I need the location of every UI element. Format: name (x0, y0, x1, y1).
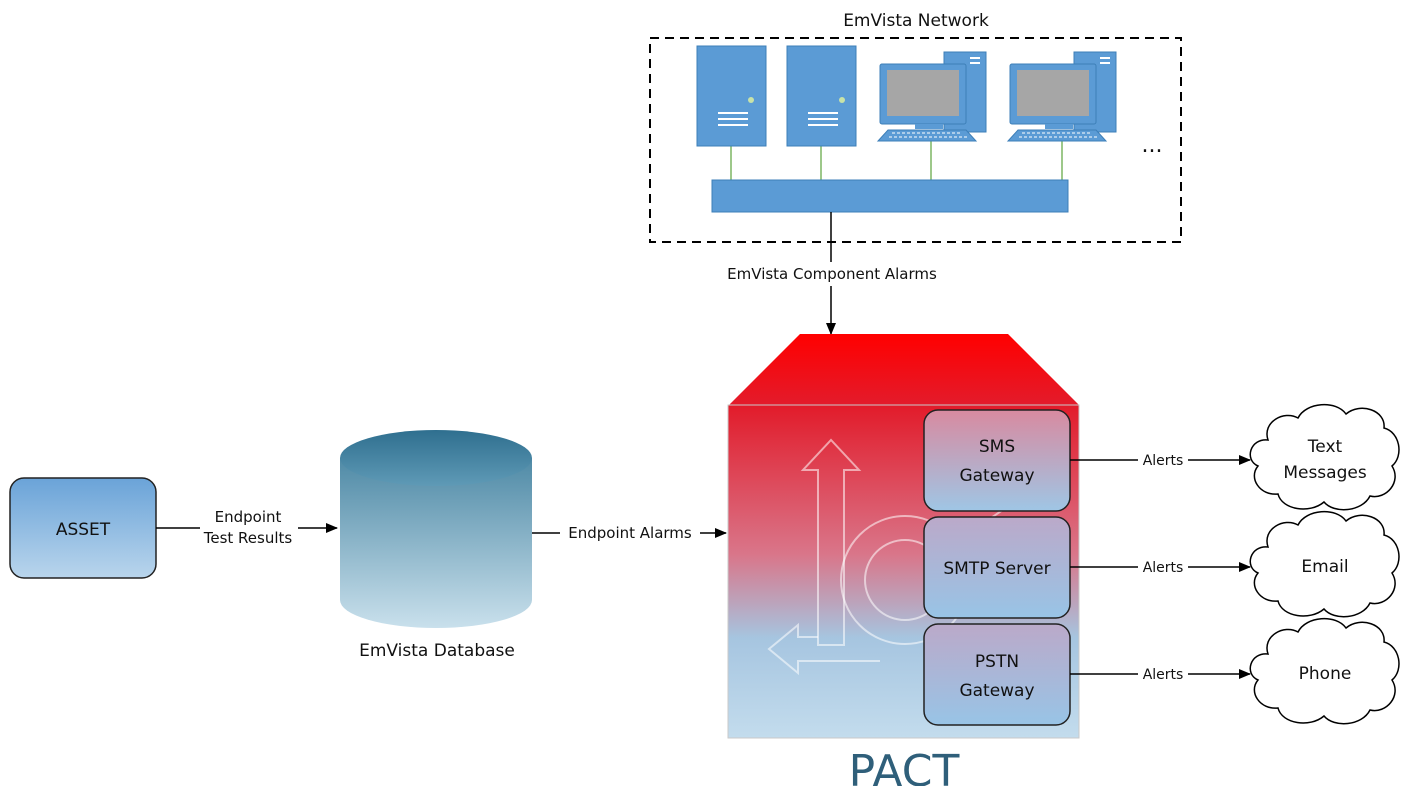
endpoint-results-label-1: Endpoint (215, 508, 282, 526)
email-cloud[interactable]: Email (1249, 510, 1400, 618)
smtp-server[interactable]: SMTP Server (923, 516, 1071, 619)
network-title: EmVista Network (843, 11, 989, 31)
email-label: Email (1301, 557, 1348, 577)
sms-gateway-label-1: SMS (979, 437, 1015, 457)
workstation-icon (1006, 51, 1117, 142)
phone-cloud[interactable]: Phone (1249, 617, 1400, 725)
network-links (730, 140, 1063, 180)
pstn-gateway-label-2: Gateway (959, 681, 1034, 701)
server-icon (696, 45, 767, 147)
smtp-server-label: SMTP Server (943, 559, 1050, 579)
endpoint-results-label-2: Test Results (203, 529, 293, 547)
workstation-icon (876, 51, 987, 142)
component-alarms-label: EmVista Component Alarms (727, 265, 937, 283)
alerts-sms-label: Alerts (1143, 453, 1184, 469)
alerts-email-edge: Alerts (1070, 557, 1251, 577)
asset-node[interactable]: ASSET (9, 477, 157, 579)
network-bus (711, 179, 1069, 213)
sms-gateway[interactable]: SMS Gateway (923, 409, 1071, 512)
pact-label: PACT (849, 746, 960, 786)
alerts-email-label: Alerts (1143, 560, 1184, 576)
phone-label: Phone (1299, 664, 1352, 684)
endpoint-results-edge: Endpoint Test Results (156, 506, 338, 550)
text-messages-label-2: Messages (1283, 463, 1367, 483)
emvista-network-group: EmVista Network (649, 11, 1182, 243)
database-label: EmVista Database (359, 641, 515, 661)
alerts-sms-edge: Alerts (1070, 450, 1251, 470)
database-icon[interactable] (340, 430, 532, 628)
component-alarms-edge: EmVista Component Alarms (716, 212, 948, 335)
pstn-gateway[interactable]: PSTN Gateway (923, 623, 1071, 726)
endpoint-alarms-edge: Endpoint Alarms (532, 522, 727, 544)
asset-label: ASSET (56, 520, 111, 540)
server-icon (786, 45, 857, 147)
pstn-gateway-label-1: PSTN (975, 652, 1019, 672)
sms-gateway-label-2: Gateway (959, 466, 1034, 486)
text-messages-cloud[interactable]: Text Messages (1249, 403, 1400, 511)
alerts-phone-label: Alerts (1143, 667, 1184, 683)
alerts-phone-edge: Alerts (1070, 664, 1251, 684)
text-messages-label-1: Text (1307, 437, 1343, 457)
network-boundary (649, 37, 1182, 243)
more-devices-ellipsis: ... (1142, 133, 1163, 158)
endpoint-alarms-label: Endpoint Alarms (568, 524, 692, 542)
